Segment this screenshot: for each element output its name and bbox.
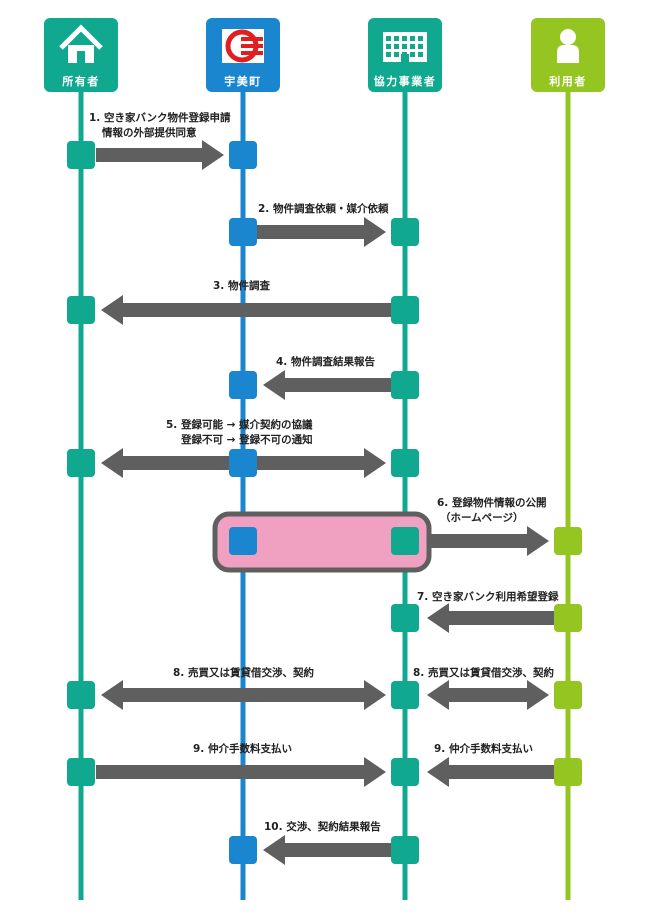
activation-nodes [67, 141, 582, 864]
actor-label: 協力事業者 [374, 74, 437, 88]
activation-node [391, 296, 419, 324]
activation-node [67, 449, 95, 477]
activation-node [554, 681, 582, 709]
arrow-both [101, 680, 386, 710]
step-label-8: 8. 売買又は賃貸借交渉、契約 [173, 666, 314, 679]
publication-box [212, 511, 432, 573]
arrow-left [101, 295, 392, 325]
publication-highlight [212, 511, 432, 573]
step-label-1: 1. 空き家バンク物件登録申請情報の外部提供同意 [89, 111, 231, 139]
activation-node [229, 836, 257, 864]
arrow-right [257, 217, 386, 247]
activation-node [229, 218, 257, 246]
activation-node [391, 836, 419, 864]
actor-headers: 所有者 宇美町 協力事業者 利用者 [44, 18, 605, 92]
activation-node [67, 681, 95, 709]
activation-node [391, 449, 419, 477]
actor-header-2: 協力事業者 [368, 18, 442, 92]
arrow-left [427, 757, 555, 787]
step-label-3: 3. 物件調査 [213, 279, 270, 292]
activation-node [391, 604, 419, 632]
person-icon [557, 29, 579, 63]
activation-node [391, 218, 419, 246]
activation-node [67, 758, 95, 786]
activation-node [229, 527, 257, 555]
step-label-9: 8. 売買又は賃貸借交渉、契約 [413, 666, 554, 679]
step-labels: 1. 空き家バンク物件登録申請情報の外部提供同意 2. 物件調査依頼・媒介依頼 3.… [89, 111, 559, 833]
step-label-2: 2. 物件調査依頼・媒介依頼 [258, 202, 389, 215]
building-icon [383, 32, 427, 62]
house-icon [59, 24, 103, 63]
arrow-left [263, 835, 392, 865]
actor-header-3: 利用者 [531, 18, 605, 92]
arrow-left [427, 603, 555, 633]
activation-node [229, 449, 257, 477]
arrow-left [263, 370, 392, 400]
actor-label: 宇美町 [224, 74, 262, 88]
activation-node [229, 141, 257, 169]
activation-node [67, 296, 95, 324]
arrow-both [427, 680, 549, 710]
step-label-12: 10. 交渉、契約結果報告 [264, 820, 381, 833]
actor-header-1: 宇美町 [206, 18, 280, 92]
actor-header-0: 所有者 [44, 18, 118, 92]
step-label-4: 4. 物件調査結果報告 [276, 355, 375, 368]
arrow-right [96, 757, 386, 787]
town-emblem-icon [222, 29, 264, 63]
step-label-10: 9. 仲介手数料支払い [193, 742, 292, 755]
actor-label: 利用者 [549, 74, 587, 88]
activation-node [391, 758, 419, 786]
activation-node [391, 527, 419, 555]
actor-label: 所有者 [62, 74, 100, 88]
arrow-right [96, 140, 224, 170]
step-label-5: 5. 登録可能 → 媒介契約の協議登録不可 → 登録不可の通知 [166, 418, 313, 446]
activation-node [229, 371, 257, 399]
activation-node [391, 681, 419, 709]
arrow-right [430, 526, 549, 556]
step-label-6: 6. 登録物件情報の公開（ホームページ） [437, 496, 546, 524]
activation-node [67, 141, 95, 169]
activation-node [554, 758, 582, 786]
activation-node [554, 527, 582, 555]
activation-node [554, 604, 582, 632]
activation-node [391, 371, 419, 399]
step-label-7: 7. 空き家バンク利用希望登録 [417, 590, 559, 603]
step-label-11: 9. 仲介手数料支払い [434, 742, 533, 755]
